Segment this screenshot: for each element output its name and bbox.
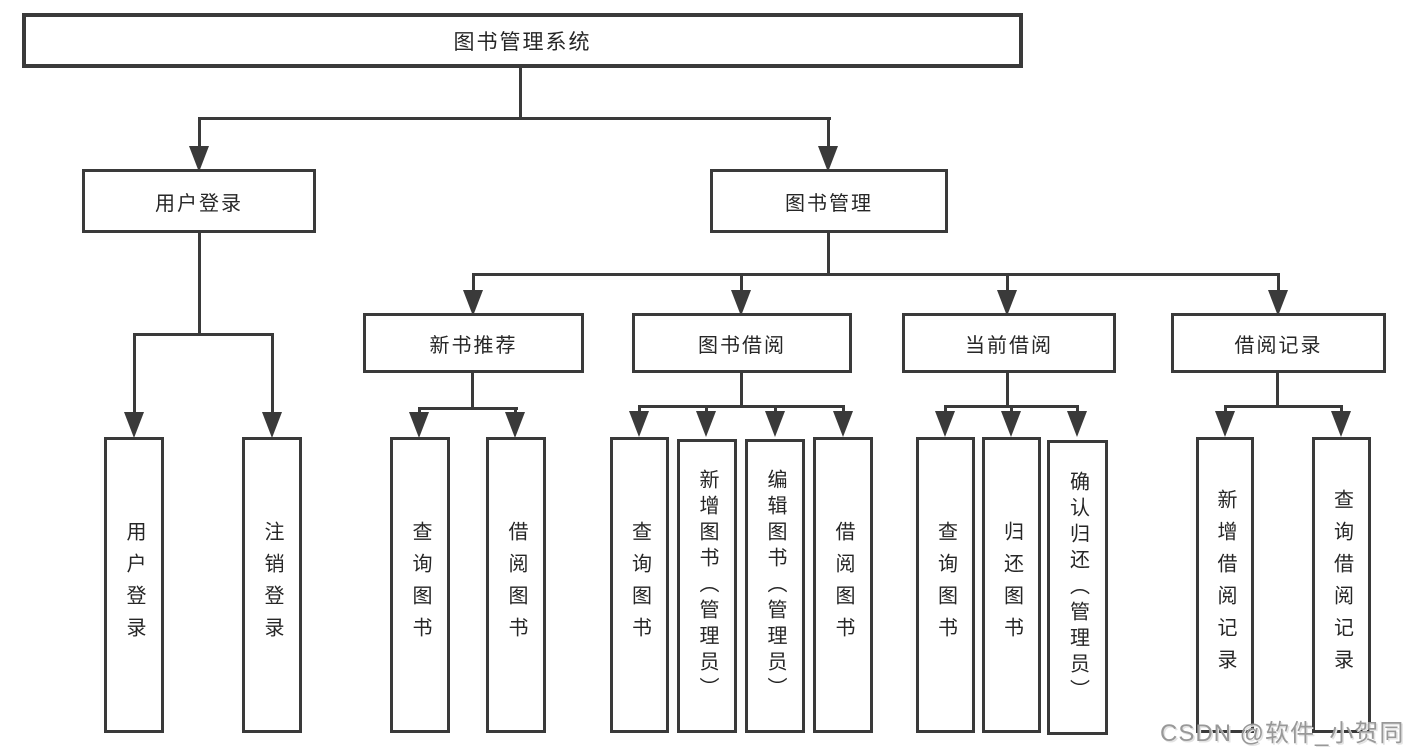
leaf-edit-book-admin-label: 编辑图书（管理员） (764, 469, 786, 703)
leaf-query-books-current: 查询图书 (916, 437, 975, 733)
connector-root-rail (198, 117, 831, 120)
node-current-borrowing-label: 当前借阅 (965, 334, 1053, 357)
connector-borrowing-records-stem (1276, 373, 1279, 408)
node-root-label: 图书管理系统 (453, 30, 592, 54)
leaf-return-books-label: 归还图书 (1000, 521, 1023, 649)
leaf-query-borrow-record-label: 查询借阅记录 (1330, 489, 1353, 681)
leaf-user-login: 用户登录 (104, 437, 164, 733)
arrow-down-icon (935, 411, 955, 437)
connector-current-borrowing-stem (1006, 373, 1009, 408)
connector-user-login-stem (198, 233, 201, 336)
node-book-management: 图书管理 (710, 169, 948, 233)
connector-leaf (418, 407, 421, 415)
arrow-down-icon (262, 412, 282, 438)
leaf-add-borrow-record-label: 新增借阅记录 (1214, 489, 1236, 681)
leaf-confirm-return-admin-label: 确认归还（管理员） (1066, 470, 1089, 705)
connector-leaf (842, 405, 845, 413)
connector-leaf (514, 407, 517, 415)
arrow-down-icon (1067, 411, 1087, 437)
node-root: 图书管理系统 (22, 13, 1023, 68)
connector-book-management-stem (827, 233, 830, 276)
connector-to-current-borrowing (1006, 273, 1009, 293)
arrow-down-icon (997, 290, 1017, 316)
arrow-down-icon (1268, 290, 1288, 316)
leaf-borrow-books-label: 借阅图书 (832, 521, 854, 649)
node-book-borrowing-label: 图书借阅 (698, 334, 786, 357)
connector-to-leaf-logout (271, 333, 274, 413)
connector-leaf (638, 405, 641, 413)
node-borrowing-records-label: 借阅记录 (1234, 334, 1323, 357)
arrow-down-icon (463, 290, 483, 316)
connector-leaf (705, 405, 708, 413)
arrow-down-icon (409, 412, 429, 438)
arrow-down-icon (629, 411, 649, 437)
watermark: CSDN @软件_小贺同学 (1160, 720, 1405, 747)
connector-borrowing-records-rail (1224, 405, 1343, 408)
connector-leaf (1010, 405, 1013, 413)
leaf-query-books-label: 查询图书 (934, 521, 957, 649)
node-book-borrowing: 图书借阅 (632, 313, 852, 373)
node-new-book-recommendation-label: 新书推荐 (429, 334, 518, 357)
connector-leaf (1076, 405, 1079, 413)
arrow-down-icon (765, 411, 785, 437)
node-user-login: 用户登录 (82, 169, 316, 233)
arrow-down-icon (731, 290, 751, 316)
connector-leaf (1340, 405, 1343, 413)
leaf-edit-book-admin: 编辑图书（管理员） (745, 439, 805, 733)
leaf-logout: 注销登录 (242, 437, 302, 733)
connector-to-new-book (472, 273, 475, 293)
leaf-return-books: 归还图书 (982, 437, 1041, 733)
leaf-user-login-label: 用户登录 (123, 521, 145, 649)
arrow-down-icon (505, 412, 525, 438)
arrow-down-icon (833, 411, 853, 437)
connector-leaf (944, 405, 947, 413)
connector-user-login-rail (133, 333, 274, 336)
arrow-down-icon (124, 412, 144, 438)
leaf-confirm-return-admin: 确认归还（管理员） (1047, 440, 1108, 735)
arrow-down-icon (696, 411, 716, 437)
node-current-borrowing: 当前借阅 (902, 313, 1116, 373)
arrow-down-icon (1001, 411, 1021, 437)
connector-leaf (774, 405, 777, 413)
connector-to-borrowing-records (1277, 273, 1280, 293)
leaf-logout-label: 注销登录 (261, 521, 283, 649)
connector-to-book-management (827, 117, 830, 149)
arrow-down-icon (1215, 411, 1235, 437)
leaf-add-book-admin: 新增图书（管理员） (677, 439, 737, 733)
node-borrowing-records: 借阅记录 (1171, 313, 1386, 373)
connector-book-borrowing-rail (638, 405, 845, 408)
connector-to-leaf-user-login (133, 333, 136, 413)
connector-new-book-stem (471, 373, 474, 410)
leaf-query-books-recommend: 查询图书 (390, 437, 450, 733)
leaf-query-borrow-record: 查询借阅记录 (1312, 437, 1371, 733)
leaf-borrow-books-borrowing: 借阅图书 (813, 437, 873, 733)
node-new-book-recommendation: 新书推荐 (363, 313, 584, 373)
connector-book-management-rail (472, 273, 1280, 276)
connector-to-user-login (198, 117, 201, 149)
arrow-down-icon (818, 146, 838, 172)
leaf-query-books-borrowing: 查询图书 (610, 437, 669, 733)
connector-leaf (1224, 405, 1227, 413)
connector-book-borrowing-stem (740, 373, 743, 408)
arrow-down-icon (189, 146, 209, 172)
arrow-down-icon (1331, 411, 1351, 437)
node-book-management-label: 图书管理 (785, 192, 873, 215)
leaf-add-book-admin-label: 新增图书（管理员） (696, 469, 718, 703)
node-user-login-label: 用户登录 (155, 192, 243, 215)
leaf-borrow-books-recommend: 借阅图书 (486, 437, 546, 733)
connector-new-book-rail (418, 407, 518, 410)
leaf-borrow-books-label: 借阅图书 (505, 521, 527, 649)
leaf-add-borrow-record: 新增借阅记录 (1196, 437, 1254, 733)
connector-root-stem (519, 68, 522, 118)
leaf-query-books-label: 查询图书 (409, 521, 431, 649)
connector-to-book-borrowing (740, 273, 743, 293)
leaf-query-books-label: 查询图书 (628, 521, 651, 649)
